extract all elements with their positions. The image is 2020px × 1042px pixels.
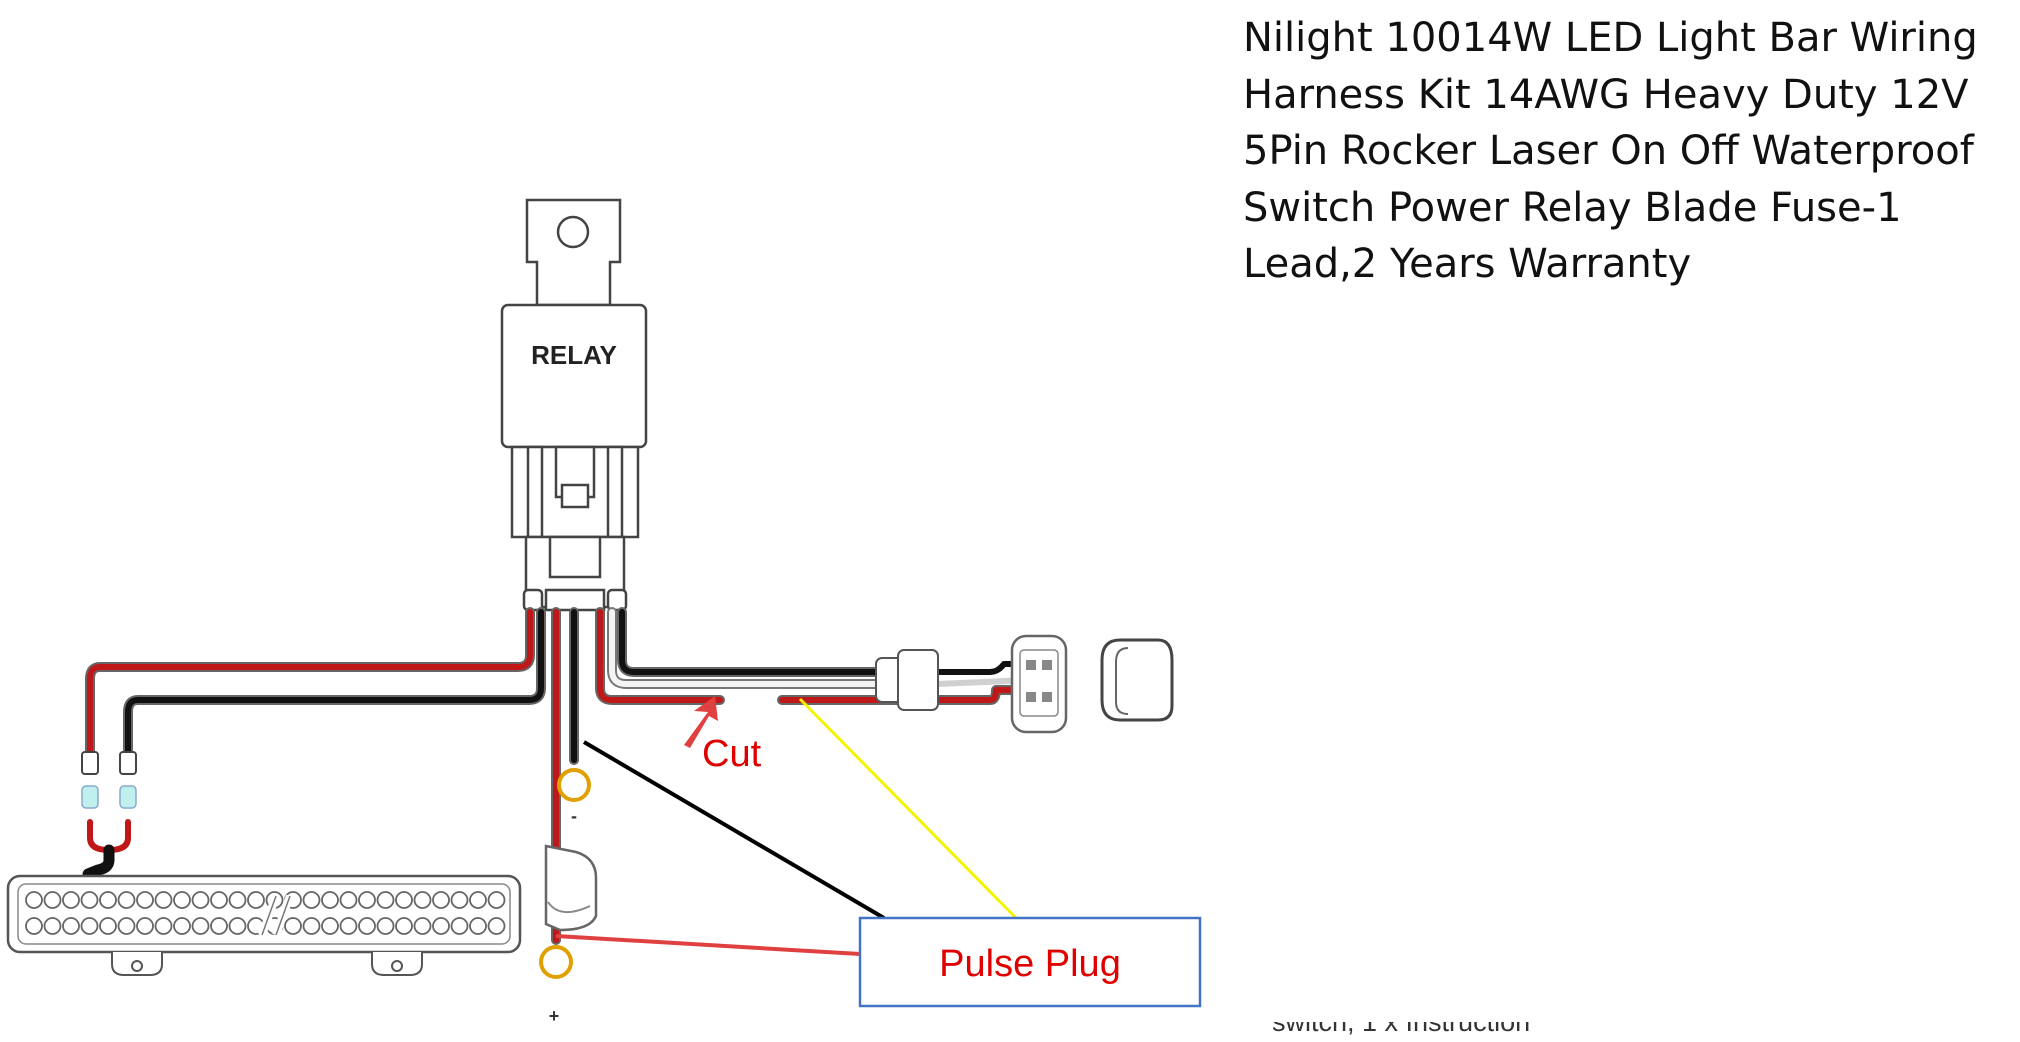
led-lens bbox=[136, 891, 154, 909]
led-lens bbox=[228, 891, 247, 909]
led-lens bbox=[80, 917, 99, 935]
light-bar-terminals bbox=[81, 751, 137, 809]
ground-ring-terminal bbox=[557, 768, 591, 802]
led-lens bbox=[80, 891, 99, 909]
led-rows bbox=[25, 891, 506, 935]
led-lens bbox=[395, 917, 413, 935]
rocker-switch-front bbox=[1100, 638, 1174, 722]
led-lens bbox=[228, 917, 247, 935]
led-lens bbox=[395, 891, 413, 909]
cut-arrow bbox=[684, 696, 718, 748]
led-lens bbox=[173, 891, 191, 909]
led-lens bbox=[62, 917, 80, 935]
led-lens bbox=[321, 891, 339, 909]
led-lens bbox=[191, 917, 210, 935]
led-lens bbox=[99, 917, 117, 935]
cut-label: Cut bbox=[702, 733, 762, 775]
led-lens bbox=[450, 917, 469, 935]
pulse-plug-box bbox=[858, 916, 1202, 1008]
led-lens bbox=[432, 917, 450, 935]
led-lens bbox=[191, 891, 210, 909]
led-lens bbox=[487, 917, 506, 935]
black-pointer-line bbox=[582, 740, 886, 920]
led-lens bbox=[302, 891, 321, 909]
yellow-pointer-line bbox=[798, 697, 1018, 920]
led-lens bbox=[284, 917, 302, 935]
wires bbox=[82, 607, 1035, 945]
led-lens bbox=[154, 891, 173, 909]
pulse-plug-label: Pulse Plug bbox=[939, 943, 1121, 985]
led-lens bbox=[62, 891, 80, 909]
relay-mounting-tab bbox=[525, 198, 622, 307]
led-lens bbox=[358, 891, 376, 909]
led-lens bbox=[450, 891, 469, 909]
annotations: Cut Pulse Plug bbox=[555, 696, 1202, 1008]
cutoff-description-text: switch, 1 x Instruction bbox=[1272, 1022, 1531, 1037]
led-lens bbox=[358, 917, 376, 935]
led-lens bbox=[487, 891, 506, 909]
led-lens bbox=[117, 891, 136, 909]
power-ring-terminal bbox=[539, 945, 573, 979]
led-lens bbox=[432, 891, 450, 909]
relay-mounting-hole bbox=[556, 215, 590, 249]
light-bar-brackets bbox=[111, 952, 423, 976]
led-lens bbox=[376, 891, 395, 909]
led-lens bbox=[210, 891, 228, 909]
led-lens bbox=[99, 891, 117, 909]
relay-body bbox=[500, 303, 648, 449]
led-lens bbox=[154, 917, 173, 935]
led-lens bbox=[136, 917, 154, 935]
led-lens bbox=[339, 891, 358, 909]
led-lens bbox=[43, 891, 62, 909]
fuse-holder bbox=[544, 844, 598, 932]
led-lens bbox=[469, 917, 487, 935]
red-pointer-line bbox=[555, 934, 861, 956]
relay-socket bbox=[510, 445, 640, 612]
led-lens bbox=[413, 891, 432, 909]
led-lens bbox=[173, 917, 191, 935]
led-lens bbox=[302, 917, 321, 935]
minus-sign: - bbox=[571, 806, 577, 826]
led-lens bbox=[321, 917, 339, 935]
led-lens bbox=[25, 917, 43, 935]
led-lens bbox=[117, 917, 136, 935]
plus-sign: + bbox=[549, 1006, 560, 1026]
led-lens bbox=[43, 917, 62, 935]
led-lens bbox=[376, 917, 395, 935]
switch-connector bbox=[875, 649, 939, 711]
rocker-switch-back bbox=[1010, 634, 1068, 734]
led-lens bbox=[339, 917, 358, 935]
led-lens bbox=[247, 891, 265, 909]
product-title: Nilight 10014W LED Light Bar Wiring Harn… bbox=[1243, 15, 1978, 287]
led-light-bar bbox=[6, 874, 522, 976]
relay: RELAY bbox=[500, 198, 648, 612]
relay-label: RELAY bbox=[531, 340, 617, 370]
led-lens bbox=[25, 891, 43, 909]
led-lens bbox=[413, 917, 432, 935]
terminal-rings: - + bbox=[539, 768, 598, 1026]
led-lens bbox=[210, 917, 228, 935]
led-lens bbox=[469, 891, 487, 909]
